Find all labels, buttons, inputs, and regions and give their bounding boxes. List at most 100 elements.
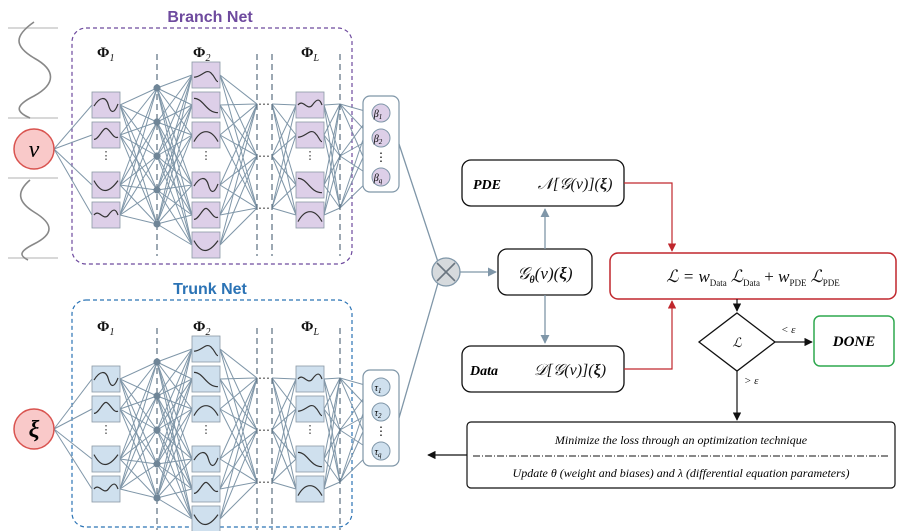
trunk-neuron-l1-4 <box>92 476 120 502</box>
trunk-link-c2-3-3 <box>219 408 258 483</box>
branch-output-beta-2: β2 <box>371 128 391 148</box>
branch-link-c1-4-1 <box>119 87 158 216</box>
branch-link-c1-3-2 <box>119 121 158 186</box>
branch-junction-dot-5 <box>153 220 161 228</box>
trunk-link-j1-4-4 <box>156 458 193 465</box>
trunk-input-node: ξ <box>13 408 55 450</box>
branch-junction-dot-1 <box>153 84 161 92</box>
trunk-link-j1-1-4 <box>156 361 193 460</box>
trunk-link-c1-4-2 <box>119 395 158 490</box>
data-to-loss-connector <box>624 300 677 370</box>
trunk-link-c2-6-3 <box>219 481 258 520</box>
branch-link-c3-3-3 <box>323 184 341 209</box>
branch-link-j1-2-2 <box>156 104 193 123</box>
branch-neuron-lL-3 <box>296 172 324 198</box>
branch-link-j1-3-1 <box>156 74 193 157</box>
trunk-link-c2-2-1 <box>219 377 258 380</box>
trunk-link-j1-3-5 <box>156 429 193 490</box>
trunk-link-j3-3-1 <box>271 378 297 483</box>
branch-junction-dot-2 <box>153 118 161 126</box>
input-wave-bottom <box>19 179 50 261</box>
trunk-layer-label-2: Φ2 <box>193 319 210 338</box>
trunk-link-c1-3-5 <box>119 458 158 499</box>
trunk-input-link-2 <box>53 408 93 430</box>
trunk-hidden-ellipsis-2: ⋯ <box>258 423 270 437</box>
branch-neuron-l1-3 <box>92 171 120 198</box>
branch-neuron-l1-1 <box>92 92 120 118</box>
trunk-link-c1-3-3 <box>119 429 158 460</box>
branch-link-c3-1-1 <box>323 103 341 106</box>
branch-neuron-lL-1 <box>296 92 324 118</box>
branch-link-c2-4-3 <box>219 184 258 209</box>
branch-link-c1-4-3 <box>119 155 158 216</box>
trunk-output-tau-q: τq <box>371 441 391 461</box>
branch-hidden-ellipsis-3: ⋯ <box>258 201 270 215</box>
pde-to-loss-connector <box>624 182 677 252</box>
trunk-link-j3-3-2 <box>271 408 297 483</box>
trunk-link-c3-4-3 <box>323 481 341 490</box>
branch-input-link-3 <box>53 148 93 186</box>
trunk-output-vdots: ⋮ <box>375 424 387 438</box>
svg-text:ξ: ξ <box>29 417 40 443</box>
branch-neuron-l2-6 <box>192 231 220 258</box>
branch-link-c2-6-3 <box>219 207 258 246</box>
trunk-link-c2-4-3 <box>219 458 258 483</box>
branch-link-c3-2-1 <box>323 103 341 136</box>
trunk-neuron-lL-3 <box>296 446 324 472</box>
trunk-link-c3-3-2 <box>323 429 341 460</box>
trunk-junction-dot-5 <box>153 494 161 502</box>
trunk-neuron-l2-5 <box>192 476 220 502</box>
branch-neuron-l1-4 <box>92 202 120 228</box>
trunk-link-j1-5-1 <box>156 348 193 499</box>
trunk-link-j1-2-6 <box>156 395 193 520</box>
branch-link-c2-6-1 <box>219 103 258 246</box>
branch-link-j3-3-4 <box>271 207 297 216</box>
data-expression: 𝒟[𝒢(v)](ξ) <box>534 362 606 379</box>
pde-expression: 𝒩[𝒢(v)](ξ) <box>538 176 613 193</box>
branch-link-j1-1-4 <box>156 87 193 186</box>
branch-link-j1-1-3 <box>156 87 193 136</box>
branch-link-j1-5-5 <box>156 214 193 225</box>
trunk-input-link-1 <box>53 378 93 430</box>
branch-link-j3-1-2 <box>271 103 297 136</box>
branch-input-link-2 <box>53 134 93 150</box>
trunk-link-c2-1-3 <box>219 348 258 483</box>
trunk-hidden-ellipsis-3: ⋯ <box>258 475 270 489</box>
pde-label: PDE <box>473 178 501 193</box>
trunk-neurons: ⋯⋯⋯⋮⋮⋮ <box>92 336 324 531</box>
trunk-link-c2-5-2 <box>219 429 258 490</box>
trunk-link-c2-2-2 <box>219 378 258 431</box>
trunk-link-c2-3-1 <box>219 377 258 410</box>
trunk-link-c3-2-1 <box>323 377 341 410</box>
branch-link-c1-3-3 <box>119 155 158 186</box>
trunk-link-j3-3-4 <box>271 481 297 490</box>
trunk-link-c3-4-1 <box>323 377 341 490</box>
branch-link-c2-3-3 <box>219 134 258 209</box>
branch-link-c2-6-2 <box>219 155 258 246</box>
trunk-neuron-l2-6 <box>192 505 220 531</box>
trunk-neuron-l2-2 <box>192 366 220 392</box>
branch-link-j1-3-2 <box>156 104 193 157</box>
trunk-link-j1-1-3 <box>156 361 193 410</box>
trunk-column-vdots-1: ⋮ <box>101 424 112 436</box>
trunk-link-j3-1-4 <box>271 377 297 490</box>
branch-neuron-l2-2 <box>192 92 220 118</box>
trunk-link-j1-3-4 <box>156 429 193 460</box>
branch-link-j1-1-2 <box>156 87 193 106</box>
trunk-link-c2-5-1 <box>219 377 258 490</box>
trunk-link-c2-1-2 <box>219 348 258 431</box>
svg-text:τ1: τ1 <box>374 383 381 395</box>
trunk-link-c2-5-3 <box>219 481 258 490</box>
trunk-link-c2-6-1 <box>219 377 258 520</box>
branch-link-c2-1-1 <box>219 74 258 105</box>
trunk-link-c3-3-1 <box>323 377 341 460</box>
branch-neurons: ⋯⋯⋯⋮⋮⋮ <box>92 62 324 258</box>
branch-link-j1-4-5 <box>156 189 193 216</box>
trunk-hidden-ellipsis-1: ⋯ <box>258 371 270 385</box>
branch-layer-label-2: Φ2 <box>193 45 210 64</box>
optimization-line-2: Update θ (weight and biases) and λ (diff… <box>513 466 850 480</box>
branch-link-j1-4-4 <box>156 184 193 191</box>
trunk-link-j3-3-3 <box>271 458 297 483</box>
branch-link-j1-2-3 <box>156 121 193 136</box>
